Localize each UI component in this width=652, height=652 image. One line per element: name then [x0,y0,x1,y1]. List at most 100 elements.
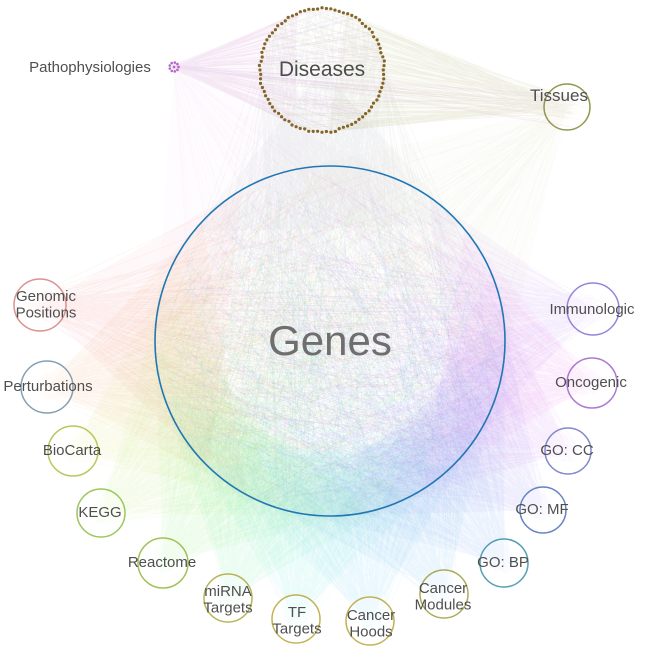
node-tissues[interactable] [543,83,591,131]
disease-dot [320,130,324,134]
disease-dot [371,101,376,105]
disease-dot [369,105,374,109]
edge-bundle-tissues-genes [181,95,578,499]
node-oncogenic[interactable] [566,357,618,409]
label-go-cc: GO: CC [540,442,594,459]
node-immunologic[interactable] [566,282,620,336]
nodes [13,6,620,646]
node-go-bp[interactable] [479,538,529,588]
disease-dot [298,10,302,14]
disease-dot [346,12,350,16]
disease-dot [333,129,337,134]
node-biocarta[interactable] [47,425,99,477]
disease-dot [267,34,271,38]
edge-tissues-diseases-wedge [328,13,567,132]
node-go-mf[interactable] [519,486,567,534]
label-reactome: Reactome [128,554,196,571]
disease-dot [290,123,294,127]
edge-wedges [40,13,593,621]
disease-dot [268,101,272,106]
disease-dot [350,122,354,126]
pathophysiologies-dot [176,68,179,72]
disease-dot [273,109,277,113]
node-perturbations[interactable] [20,360,74,414]
disease-dot [311,7,315,11]
disease-dot [266,97,270,101]
label-tissues: Tissues [530,86,588,105]
disease-dot [337,9,341,13]
edge-bundle-oncogenic-genes [166,175,605,509]
disease-dot [273,28,277,32]
disease-dot [290,14,294,18]
disease-dot [280,22,284,26]
pathophysiologies-dot [177,65,180,69]
disease-dot [361,115,365,119]
disease-dot [357,117,361,121]
disease-dot [262,89,266,94]
edge-reactome-genes-wedge [155,347,373,563]
disease-dot [303,127,307,131]
node-mirna-targets[interactable] [203,573,253,623]
edge-bundle-reactome-genes [151,171,500,576]
disease-dot [377,94,381,98]
disease-dot [316,129,320,133]
node-labels: Genes Diseases PathophysiologiesTissuesGen… [3,58,635,641]
node-cancer-hoods[interactable] [345,596,395,646]
disease-dot [260,50,264,55]
edge-perturbations-genes-wedge [47,221,247,496]
label-genes: Genes [268,317,392,364]
disease-dot [364,112,368,116]
edge-go-bp-genes-wedge [289,341,505,563]
disease-dot [381,55,385,59]
label-perturbations: Perturbations [3,378,92,395]
node-pathophysiologies[interactable] [168,61,180,73]
disease-dot [257,63,261,68]
disease-dot [350,13,354,17]
disease-dot [270,31,274,35]
node-genes[interactable] [154,165,506,517]
disease-dot [364,24,368,28]
disease-dot [280,115,284,119]
label-kegg: KEGG [78,504,121,521]
disease-dot [294,12,299,16]
node-diseases-ring[interactable] [257,6,386,134]
disease-dot [378,90,382,94]
edge-bundle-mirna-targets-genes [159,175,496,610]
pathophysiologies-dot [173,61,177,64]
edge-cancer-modules-genes-wedge [251,385,500,594]
disease-dot [375,38,379,42]
disease-dot [382,59,386,63]
disease-dot [337,127,341,131]
edge-mirna-targets-genes-wedge [163,394,416,598]
label-biocarta: BioCarta [43,442,102,459]
disease-dot [346,124,350,128]
node-kegg[interactable] [76,488,126,538]
disease-dot [264,94,268,98]
pathophysiologies-dot [170,61,173,65]
node-go-cc[interactable] [544,427,592,475]
node-cancer-modules[interactable] [419,569,469,619]
label-pathophysiologies: Pathophysiologies [29,59,151,76]
node-tf-targets[interactable] [271,594,321,644]
label-diseases: Diseases [279,58,365,81]
disease-dot [381,68,385,72]
node-reactome[interactable] [137,537,189,589]
disease-dot [382,77,386,81]
edge-go-cc-genes-wedge [381,271,568,509]
edge-bundle-pathophysiologies-diseases [171,7,385,133]
disease-dot [283,19,287,23]
node-genomic-positions[interactable] [13,278,67,332]
disease-dot [276,24,280,28]
edge-bundle-immunologic-genes [166,171,605,499]
disease-dot [265,38,269,42]
disease-dot [260,85,264,90]
edge-oncogenic-genes-wedge [423,229,592,490]
disease-dot [375,98,379,102]
disease-dot [378,46,382,50]
label-go-mf: GO: MF [515,501,568,518]
edge-immunologic-genes-wedge [428,196,593,458]
